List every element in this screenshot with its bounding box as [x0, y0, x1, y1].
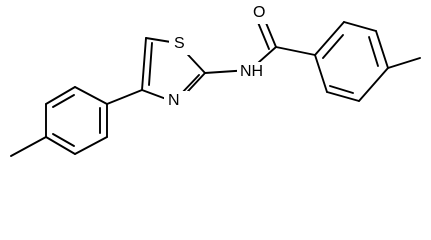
- sulfur-atom-text: S: [174, 35, 185, 52]
- left-ring-bond: [45, 86, 76, 105]
- nitrogen-atom-text: N: [168, 92, 180, 109]
- left-ring-bond: [74, 86, 108, 105]
- right-ring-double-bond: [322, 34, 344, 59]
- right-ring-bond: [375, 30, 389, 69]
- right-ring-bond: [358, 67, 389, 102]
- amide-nh-label: NH: [237, 62, 269, 83]
- chemical-structure-diagram: O S N NH: [10, 3, 421, 157]
- bond-layer: [10, 17, 421, 157]
- carbonyl-double-bond: [256, 19, 270, 50]
- methyl-bond-left: [10, 136, 47, 157]
- sulfur-label: S: [169, 34, 191, 55]
- thiazole-double-bond: [148, 42, 153, 86]
- right-ring-bond: [314, 54, 328, 93]
- right-ring-bond: [326, 91, 360, 102]
- oxygen-atom-text: O: [253, 4, 265, 21]
- amide-nh-atom-text: NH: [240, 63, 263, 80]
- right-ring-bond: [343, 21, 377, 32]
- oxygen-label: O: [248, 3, 272, 24]
- thiazole-to-ring-bond: [106, 89, 143, 105]
- atom-labels: O S N NH: [164, 3, 272, 112]
- left-ring-double-bond: [52, 133, 75, 147]
- left-ring-bond: [74, 136, 108, 155]
- right-ring-double-bond: [329, 85, 354, 94]
- carbonyl-to-ring-bond: [275, 46, 316, 56]
- nitrogen-label: N: [164, 91, 189, 112]
- thiazole-bond: [141, 37, 147, 91]
- right-ring-double-bond: [368, 36, 379, 67]
- left-ring-bond: [45, 136, 76, 155]
- left-ring-double-bond: [52, 94, 75, 108]
- right-ring-bond: [314, 21, 345, 56]
- methyl-bond-right: [387, 57, 421, 69]
